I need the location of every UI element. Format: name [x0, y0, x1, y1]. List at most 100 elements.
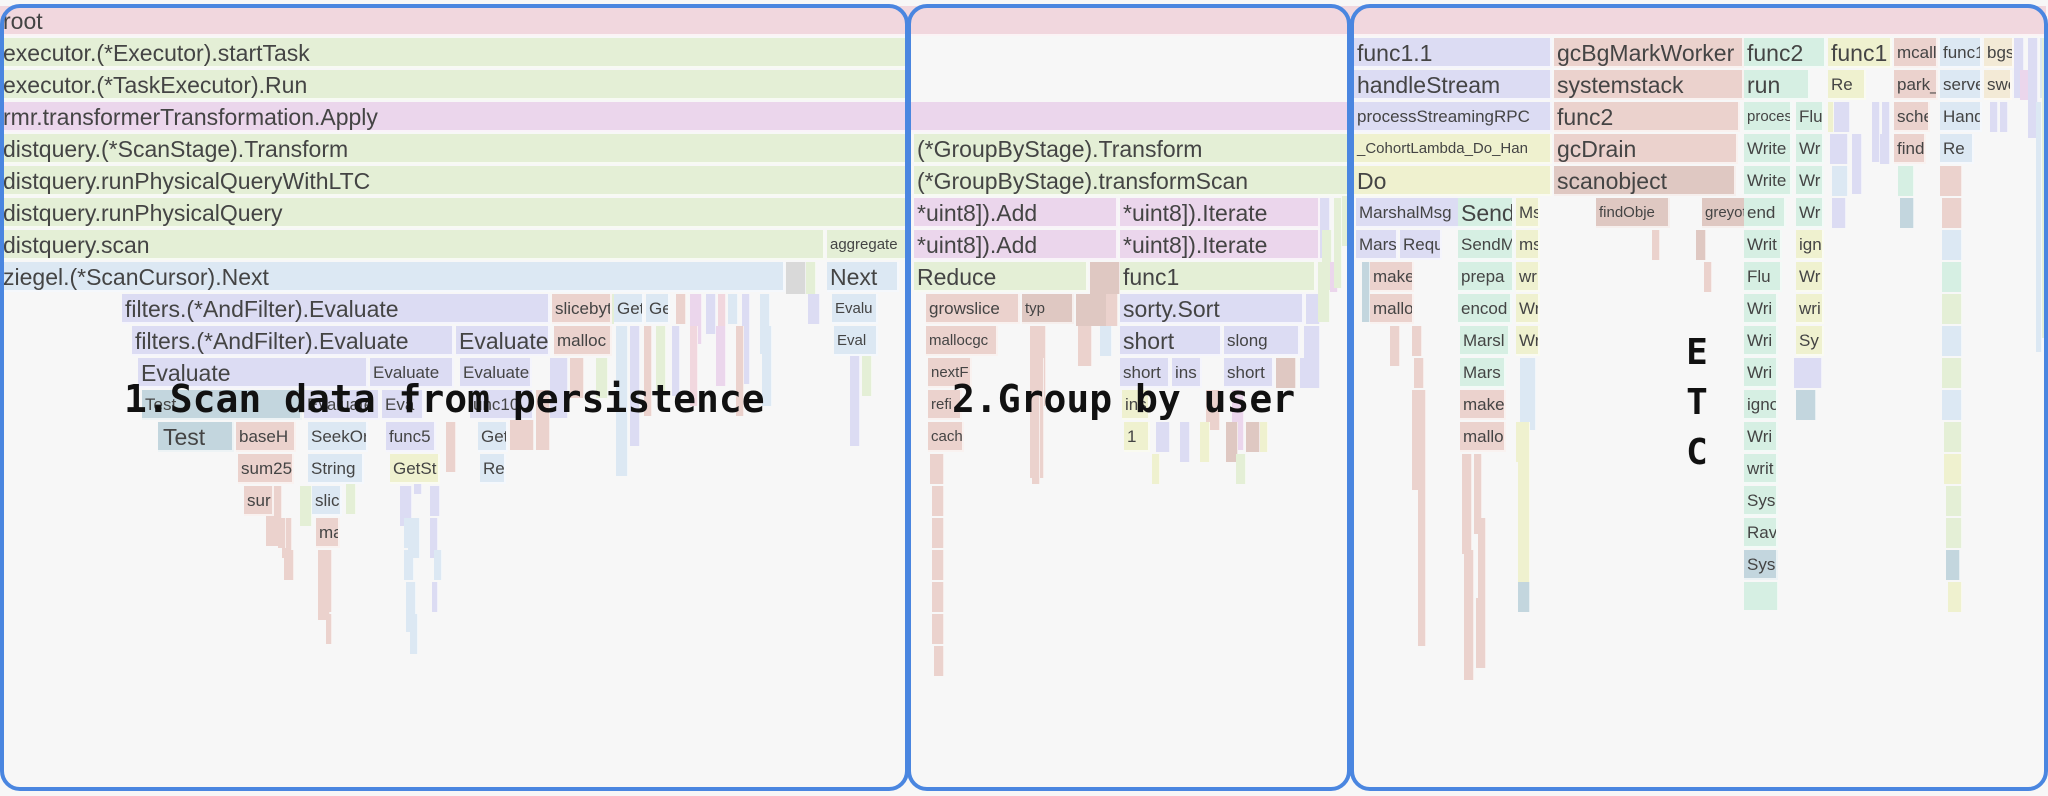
flame-frame[interactable]: Wr — [1796, 134, 1824, 164]
flame-frame[interactable]: ins — [1122, 390, 1150, 420]
flame-frame[interactable]: Write — [1744, 166, 1792, 196]
flame-frame[interactable]: Mars — [1356, 230, 1398, 260]
flame-frame[interactable]: *uint8]).Iterate — [1120, 230, 1320, 260]
flame-frame[interactable]: SendM — [1458, 230, 1514, 260]
flame-frame[interactable]: (*GroupByStage).transformScan — [914, 166, 1350, 196]
flame-frame[interactable]: run — [1744, 70, 1810, 100]
flame-frame[interactable]: nextF — [928, 358, 972, 388]
flame-frame[interactable]: bgs — [1984, 38, 2014, 68]
flame-frame[interactable]: Do — [1354, 166, 1552, 196]
flame-frame[interactable]: Test — [160, 422, 234, 452]
flame-frame[interactable]: Re — [1940, 134, 1974, 164]
flame-frame[interactable]: encod — [1458, 294, 1512, 324]
flame-frame[interactable]: Writ — [1744, 230, 1782, 260]
flame-frame[interactable]: ins — [1172, 358, 1202, 388]
flame-frame[interactable]: systemstack — [1554, 70, 1744, 100]
flame-frame[interactable]: Sys — [1744, 550, 1778, 580]
flame-frame[interactable]: cach — [928, 422, 964, 452]
flame-frame[interactable]: end — [1744, 198, 1786, 228]
flame-frame[interactable]: Sys — [1744, 486, 1778, 516]
flame-frame[interactable]: distquery.(*ScanStage).Transform — [0, 134, 907, 164]
flame-frame[interactable]: short — [1120, 358, 1170, 388]
flame-frame[interactable]: wri — [1516, 262, 1540, 292]
flame-frame[interactable]: filters.(*AndFilter).Evaluate — [122, 294, 550, 324]
flame-frame[interactable]: ziegel.(*ScanCursor).Next — [0, 262, 785, 292]
flame-frame[interactable]: Sy — [1796, 326, 1824, 356]
flame-frame[interactable]: mallo — [1370, 294, 1414, 324]
flame-frame[interactable]: Reduce — [914, 262, 1088, 292]
flame-frame[interactable]: Evalu — [832, 294, 878, 324]
flame-frame[interactable]: func1 — [1120, 262, 1316, 292]
flame-frame[interactable]: findObje — [1596, 198, 1670, 228]
flame-frame[interactable]: wri — [1796, 294, 1824, 324]
flame-frame[interactable]: GetSt — [390, 454, 440, 484]
flame-frame[interactable]: typ — [1022, 294, 1074, 324]
flame-frame[interactable]: sur — [244, 486, 274, 516]
flame-frame[interactable]: distquery.runPhysicalQueryWithLTC — [0, 166, 907, 196]
flame-frame[interactable]: *uint8]).Add — [914, 198, 1118, 228]
flame-frame[interactable]: findl — [1894, 134, 1926, 164]
flame-frame[interactable]: Marsl — [1460, 326, 1510, 356]
flame-frame[interactable]: distquery.scan — [0, 230, 825, 260]
flame-frame[interactable]: igno — [1744, 390, 1778, 420]
flame-frame[interactable]: short — [1224, 358, 1274, 388]
flame-frame[interactable]: Eva — [382, 390, 424, 420]
flame-frame[interactable]: *uint8]).Iterate — [1120, 198, 1320, 228]
flame-frame[interactable]: filters.(*AndFilter).Evaluate — [132, 326, 454, 356]
flame-frame[interactable]: executor.(*Executor).startTask — [0, 38, 907, 68]
flame-frame[interactable]: func1 — [1940, 38, 1982, 68]
flame-frame[interactable]: _CohortLambda_Do_Han — [1354, 134, 1552, 164]
flame-frame[interactable]: swe — [1984, 70, 2012, 100]
flame-frame[interactable]: ma — [316, 518, 340, 548]
flame-frame[interactable]: Wri — [1744, 294, 1778, 324]
flame-frame[interactable]: handleStream — [1354, 70, 1552, 100]
flame-frame[interactable]: Wr — [1516, 294, 1540, 324]
flame-frame[interactable]: slic — [312, 486, 342, 516]
flame-frame[interactable]: MarshalMsg — [1356, 198, 1460, 228]
flame-frame[interactable]: refi — [928, 390, 962, 420]
flame-frame[interactable]: malloc — [554, 326, 612, 356]
flame-frame[interactable]: Wr — [1516, 326, 1540, 356]
flame-frame[interactable]: Wri — [1744, 326, 1778, 356]
flame-frame[interactable]: executor.(*TaskExecutor).Run — [0, 70, 907, 100]
flame-frame[interactable]: Evaluate — [370, 358, 454, 388]
flame-frame[interactable]: Wr — [1796, 166, 1824, 196]
flame-frame[interactable]: Evaluate — [138, 358, 368, 388]
flame-frame[interactable]: Eval — [834, 326, 878, 356]
flame-frame[interactable]: Test — [142, 390, 302, 420]
flame-frame[interactable]: serve — [1940, 70, 1982, 100]
flame-frame[interactable]: func2 — [1554, 102, 1740, 132]
flame-frame[interactable]: sum25 — [238, 454, 294, 484]
flame-frame[interactable]: scanobject — [1554, 166, 1736, 196]
flame-frame[interactable]: (*GroupByStage).Transform — [914, 134, 1350, 164]
flame-frame[interactable]: distquery.runPhysicalQuery — [0, 198, 907, 228]
flame-frame[interactable]: rmr.transformerTransformation.Apply — [0, 102, 1350, 132]
flame-frame[interactable]: Wri — [1744, 422, 1778, 452]
flame-frame[interactable]: Requ — [1400, 230, 1442, 260]
flame-frame[interactable]: Hand — [1940, 102, 1982, 132]
flame-frame[interactable]: aggregate — [827, 230, 907, 260]
flame-frame[interactable]: Ms — [1516, 198, 1540, 228]
flame-frame[interactable]: unc10 — [470, 390, 534, 420]
flame-frame[interactable]: Get — [614, 294, 644, 324]
flame-frame[interactable]: String — [308, 454, 364, 484]
flame-frame[interactable]: slong — [1224, 326, 1300, 356]
flame-frame[interactable]: Evaluate — [304, 390, 380, 420]
flame-frame[interactable]: Re — [1828, 70, 1866, 100]
flame-frame[interactable]: Evaluate — [460, 358, 532, 388]
flame-frame[interactable]: short — [1120, 326, 1222, 356]
flame-frame[interactable]: gcBgMarkWorker — [1554, 38, 1744, 68]
flame-frame[interactable]: Wri — [1744, 358, 1778, 388]
flame-frame[interactable]: sche — [1894, 102, 1930, 132]
flame-frame[interactable]: mallo — [1460, 422, 1506, 452]
flame-frame[interactable]: prepa — [1458, 262, 1514, 292]
flame-frame[interactable]: ign — [1796, 230, 1824, 260]
flame-frame[interactable]: park_ — [1894, 70, 1938, 100]
flame-frame[interactable]: Mars — [1460, 358, 1506, 388]
flame-frame[interactable]: baseH — [236, 422, 296, 452]
flame-frame[interactable]: func5 — [386, 422, 436, 452]
flame-frame[interactable]: Write — [1744, 134, 1792, 164]
flame-frame[interactable]: root — [0, 6, 2048, 36]
flame-frame[interactable]: Next — [827, 262, 899, 292]
flame-frame[interactable]: writ — [1744, 454, 1778, 484]
